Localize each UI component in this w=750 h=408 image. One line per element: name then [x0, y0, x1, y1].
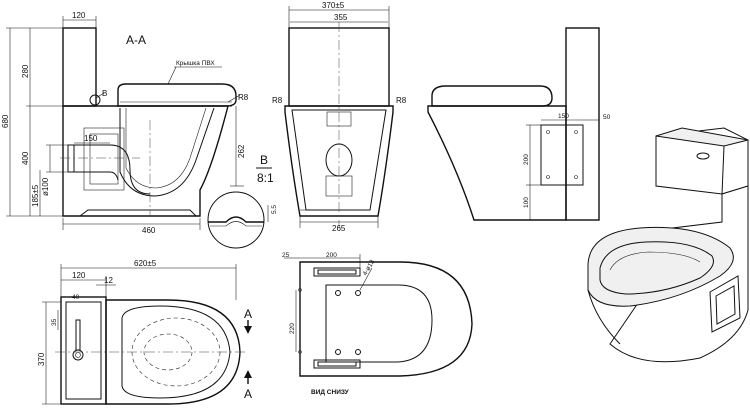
- dim-detail-h: 5.5: [271, 205, 278, 214]
- side-flush-button: [89, 94, 101, 106]
- persp-side-panel: [709, 275, 741, 333]
- side-lid: [117, 83, 237, 107]
- dim-plan-tank-depth: 120: [72, 271, 86, 280]
- dim-seat-height: 400: [21, 151, 30, 165]
- section-title: A-A: [126, 33, 146, 47]
- dim-bottom-holes: 4-ø13: [362, 258, 377, 277]
- dim-outlet-len: 150: [84, 134, 98, 143]
- dim-plan-flange: 40: [72, 294, 80, 301]
- side-bowl: [119, 107, 215, 197]
- dim-bottom-height: 220: [289, 323, 296, 334]
- dim-outlet-offset: 185±5: [31, 184, 40, 207]
- front-view: 370±5 355 265 R8 R8: [272, 1, 407, 233]
- bottom-view-caption: ВИД СНИЗУ: [311, 389, 350, 396]
- bottom-view: 25 200 4-ø13 220 ВИД СНИЗУ: [282, 252, 473, 396]
- dim-plan-gap: 12: [104, 276, 113, 285]
- bottom-outline: [299, 261, 473, 377]
- perspective-view: [587, 127, 749, 363]
- detail-label: B: [260, 153, 268, 167]
- dim-panel-base: 100: [523, 197, 530, 208]
- dim-outlet-dia: ø100: [41, 177, 50, 196]
- dim-front-tank-width: 355: [334, 13, 348, 22]
- dim-panel-w: 150: [558, 113, 569, 120]
- dim-side-top-width: 120: [72, 11, 86, 20]
- section-marker-top: A: [244, 307, 252, 321]
- plan-flush-button: [72, 349, 84, 361]
- plan-view: 620±5 120 12 40 370 35 A A: [37, 259, 252, 405]
- detail-circle: [207, 191, 265, 249]
- dim-panel-h: 200: [523, 154, 530, 165]
- rear-body: [427, 105, 567, 221]
- dim-total-height: 680: [1, 114, 10, 128]
- dim-plan-length: 620±5: [134, 259, 157, 268]
- dim-lid-offset: 262: [237, 144, 246, 158]
- section-marker-bottom: A: [244, 387, 252, 401]
- side-tank: [62, 27, 97, 107]
- dim-side-length: 460: [142, 226, 156, 235]
- dim-front-width: 370±5: [322, 1, 345, 10]
- rear-tank: [565, 27, 600, 221]
- dim-detail-ref: B: [102, 89, 107, 98]
- rear-panel: [540, 124, 584, 186]
- side-outlet: [68, 144, 151, 195]
- detail-b: B 8:1 5.5: [207, 153, 278, 249]
- dim-plan-inner: 35: [51, 318, 58, 326]
- dim-front-base: 265: [332, 224, 346, 233]
- dim-bottom-width: 200: [326, 252, 337, 259]
- rear-lid: [431, 85, 553, 107]
- dim-bottom-offset: 25: [282, 252, 290, 259]
- dim-plan-width: 370: [37, 352, 46, 366]
- side-section-view: 120 680 280 400 185±5 ø100 150 460 262 R…: [1, 11, 249, 235]
- dim-radius-front-right: R8: [396, 96, 407, 105]
- plan-tank: [60, 296, 107, 405]
- dim-radius-front-left: R8: [272, 96, 283, 105]
- persp-flush-button: [696, 152, 710, 160]
- side-body: [62, 105, 229, 217]
- detail-scale: 8:1: [257, 171, 274, 185]
- rear-view: 150 50 200 100: [427, 27, 611, 221]
- persp-bowl-rim: [587, 226, 734, 307]
- dim-panel-offset: 50: [603, 114, 611, 121]
- lid-note: Крышка ПВХ: [176, 60, 215, 67]
- dim-tank-height: 280: [21, 64, 30, 78]
- dim-radius-side: R8: [238, 93, 249, 102]
